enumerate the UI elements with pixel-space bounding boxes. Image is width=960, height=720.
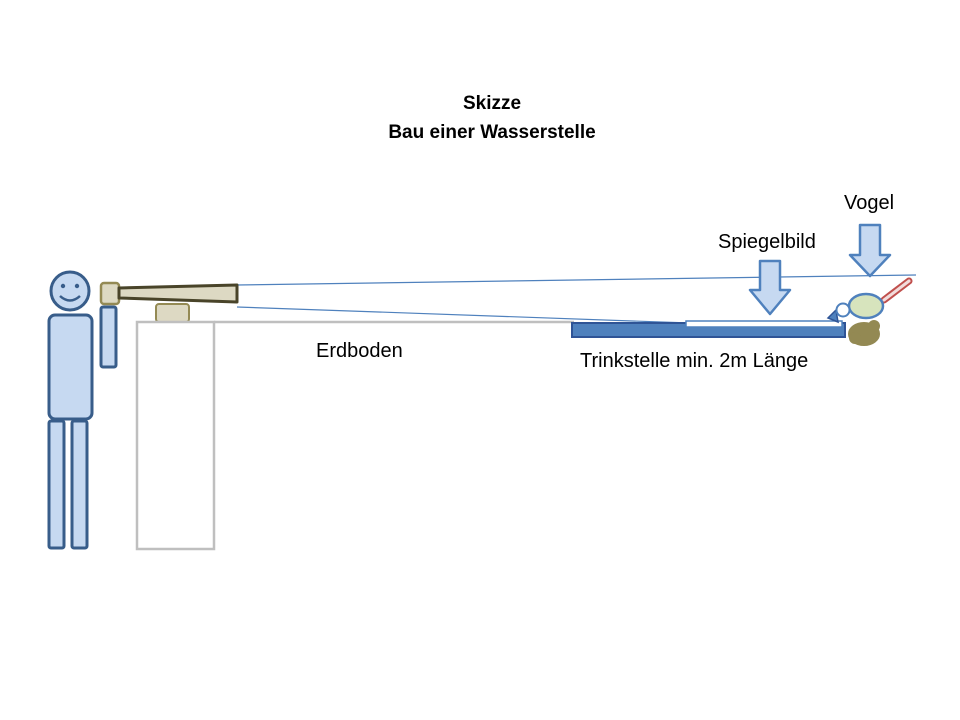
bird-tail xyxy=(826,308,839,324)
person-right-leg xyxy=(70,419,89,550)
support-post xyxy=(135,303,216,551)
bird-arrow xyxy=(848,223,892,278)
person-figure xyxy=(47,270,118,550)
trough-water-mirror xyxy=(685,320,843,328)
person-body xyxy=(47,313,94,421)
mirror-image-label: Spiegelbild xyxy=(718,231,816,253)
tube-eyepiece xyxy=(99,281,121,306)
water-trough xyxy=(571,320,846,338)
person-raised-arm xyxy=(99,305,118,369)
down-arrow-icon xyxy=(748,259,792,316)
sight-line-upper xyxy=(236,274,917,286)
bird-head-feather-inner xyxy=(882,279,911,302)
bird-food-bump xyxy=(868,320,880,332)
person-smile xyxy=(59,295,81,302)
bird-head xyxy=(835,302,851,318)
viewing-tube-icon xyxy=(99,274,917,324)
ground-label: Erdboden xyxy=(316,340,403,362)
mirror-arrow xyxy=(748,259,792,316)
tube-body xyxy=(117,283,239,304)
post-block xyxy=(135,320,216,551)
person-right-eye xyxy=(74,283,80,289)
diagram-subtitle: Bau einer Wasserstelle xyxy=(388,122,596,143)
person-head xyxy=(49,270,91,312)
bird-icon xyxy=(826,277,913,346)
post-cap xyxy=(155,303,190,323)
bird-body xyxy=(847,292,885,320)
down-arrow-icon xyxy=(848,223,892,278)
bird-label: Vogel xyxy=(844,192,895,214)
person-left-eye xyxy=(60,283,66,289)
person-left-leg xyxy=(47,419,66,550)
diagram-title: Skizze xyxy=(462,93,522,114)
bird-food-bump xyxy=(849,332,861,344)
trough-label: Trinkstelle min. 2m Länge xyxy=(580,350,809,372)
sight-line-lower xyxy=(236,306,691,324)
